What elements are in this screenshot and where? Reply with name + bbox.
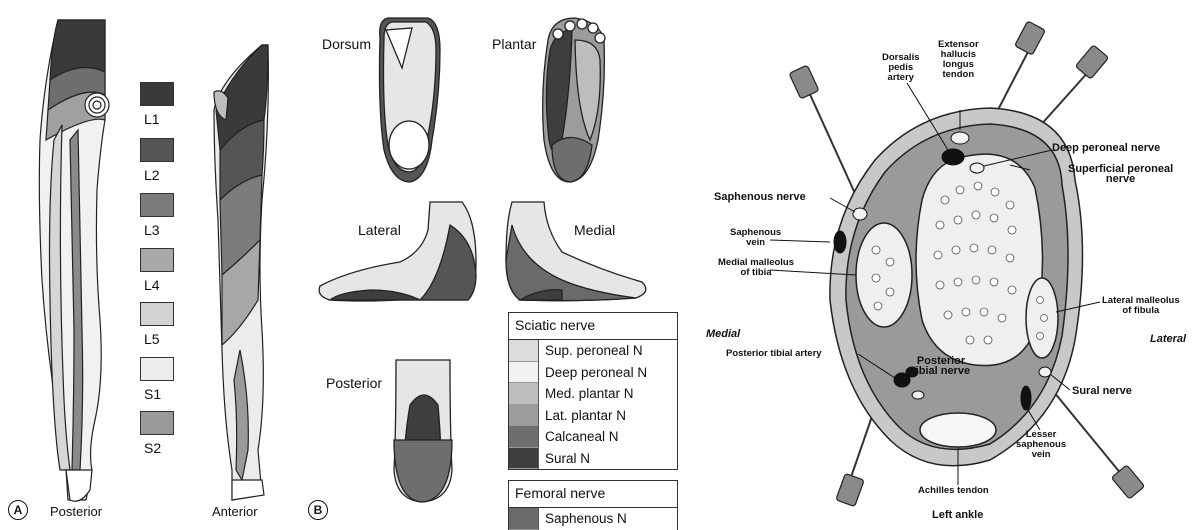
label-text: Dorsalis pedis artery — [882, 52, 920, 83]
key-label: L1 — [140, 111, 180, 127]
label-text: Medial malleolus of tibia — [718, 257, 794, 278]
legend-row-sup-peroneal: Sup. peroneal N — [509, 340, 677, 362]
view-label-plantar: Plantar — [490, 36, 538, 52]
key-label: L5 — [140, 331, 180, 347]
label-sural-nerve: Sural nerve — [1072, 386, 1132, 396]
panel-a-dermatomes: L1 L2 L3 L4 L5 S1 S2 A Posterior Anterio… — [0, 0, 300, 525]
key-swatch — [140, 138, 174, 162]
dermatome-key-l2: L2 — [140, 138, 180, 183]
label-saphenous-nerve: Saphenous nerve — [714, 192, 806, 202]
posterior-foot-figure — [394, 360, 452, 502]
medial-foot-figure — [506, 202, 646, 301]
legend-row-deep-peroneal: Deep peroneal N — [509, 362, 677, 384]
legend-label: Calcaneal N — [539, 429, 619, 444]
key-label: L4 — [140, 277, 180, 293]
legend-swatch — [509, 508, 539, 530]
panel-b-marker: B — [308, 500, 328, 520]
dermatome-key-l4: L4 — [140, 248, 180, 293]
anterior-view-label: Anterior — [212, 504, 258, 519]
legend-swatch — [509, 340, 539, 362]
legend-row-calcaneal: Calcaneal N — [509, 426, 677, 448]
legend-label: Sup. peroneal N — [539, 343, 643, 358]
label-medial-malleolus: Medial malleolus of tibia — [718, 258, 794, 278]
key-label: S1 — [140, 386, 180, 402]
label-deep-peroneal-nerve: Deep peroneal nerve — [1052, 143, 1160, 153]
dermatome-key-l1: L1 — [140, 82, 180, 127]
label-text: Extensor hallucis longus tendon — [938, 39, 979, 80]
label-text: Lateral malleolus of fibula — [1102, 295, 1180, 316]
panel-b-foot-nerves: Dorsum Plantar Lateral Medial Posterior … — [300, 0, 680, 525]
key-label: L3 — [140, 222, 180, 238]
label-lateral-malleolus: Lateral malleolus of fibula — [1102, 296, 1180, 316]
legend-label: Med. plantar N — [539, 386, 634, 401]
side-label-lateral: Lateral — [1150, 333, 1186, 345]
key-label: S2 — [140, 440, 180, 456]
legend-label: Lat. plantar N — [539, 408, 626, 423]
sciatic-nerve-legend: Sciatic nerve Sup. peroneal N Deep peron… — [508, 312, 678, 470]
dermatome-key-s2: S2 — [140, 411, 180, 456]
view-label-posterior: Posterior — [324, 375, 384, 391]
legend-row-lat-plantar: Lat. plantar N — [509, 405, 677, 427]
legend-swatch — [509, 405, 539, 427]
label-superficial-peroneal-nerve: Superficial peroneal nerve — [1068, 164, 1173, 184]
label-posterior-tibial-nerve: Posterior tibial nerve — [912, 356, 970, 376]
femoral-nerve-legend: Femoral nerve Saphenous N — [508, 480, 678, 530]
legend-swatch — [509, 362, 539, 384]
legend-swatch — [509, 383, 539, 405]
dermatome-key-l3: L3 — [140, 193, 180, 238]
lateral-foot-figure — [319, 202, 476, 301]
view-label-lateral: Lateral — [356, 222, 403, 238]
key-swatch — [140, 357, 174, 381]
dermatome-key-l5: L5 — [140, 302, 180, 347]
label-lesser-saphenous-vein: Lesser saphenous vein — [1016, 430, 1066, 460]
label-posterior-tibial-artery: Posterior tibial artery — [726, 349, 822, 359]
view-label-medial: Medial — [572, 222, 617, 238]
legend-title: Femoral nerve — [509, 481, 677, 508]
dermatome-key-s1: S1 — [140, 357, 180, 402]
key-swatch — [140, 82, 174, 106]
key-swatch — [140, 302, 174, 326]
posterior-view-label: Posterior — [50, 504, 102, 519]
legend-row-med-plantar: Med. plantar N — [509, 383, 677, 405]
legend-row-saphenous: Saphenous N — [509, 508, 677, 530]
panel-a-marker: A — [8, 500, 28, 520]
panel-c-title: Left ankle — [932, 510, 983, 520]
posterior-leg-figure — [39, 20, 109, 501]
legend-swatch — [509, 426, 539, 448]
key-swatch — [140, 193, 174, 217]
label-extensor-hallucis-longus: Extensor hallucis longus tendon — [938, 40, 979, 80]
legend-label: Saphenous N — [539, 511, 627, 526]
label-achilles-tendon: Achilles tendon — [918, 486, 989, 496]
view-label-dorsum: Dorsum — [320, 36, 373, 52]
plantar-foot-figure — [543, 18, 605, 182]
legend-swatch — [509, 448, 539, 470]
label-text: Posterior tibial nerve — [912, 355, 970, 377]
key-label: L2 — [140, 167, 180, 183]
key-swatch — [140, 411, 174, 435]
label-text: Lesser saphenous vein — [1016, 429, 1066, 460]
legend-title: Sciatic nerve — [509, 313, 677, 340]
legend-row-sural: Sural N — [509, 448, 677, 470]
label-text: Superficial peroneal nerve — [1068, 163, 1173, 185]
legend-label: Deep peroneal N — [539, 365, 647, 380]
legend-label: Sural N — [539, 451, 590, 466]
key-swatch — [140, 248, 174, 272]
label-dorsalis-pedis-artery: Dorsalis pedis artery — [882, 53, 920, 83]
label-text: Saphenous vein — [730, 227, 781, 248]
label-saphenous-vein: Saphenous vein — [730, 228, 781, 248]
panel-c-ankle-cross-section: Dorsalis pedis artery Extensor hallucis … — [690, 0, 1201, 525]
dorsum-foot-figure — [380, 18, 441, 182]
side-label-medial: Medial — [706, 328, 740, 340]
anterior-leg-figure — [214, 45, 268, 500]
